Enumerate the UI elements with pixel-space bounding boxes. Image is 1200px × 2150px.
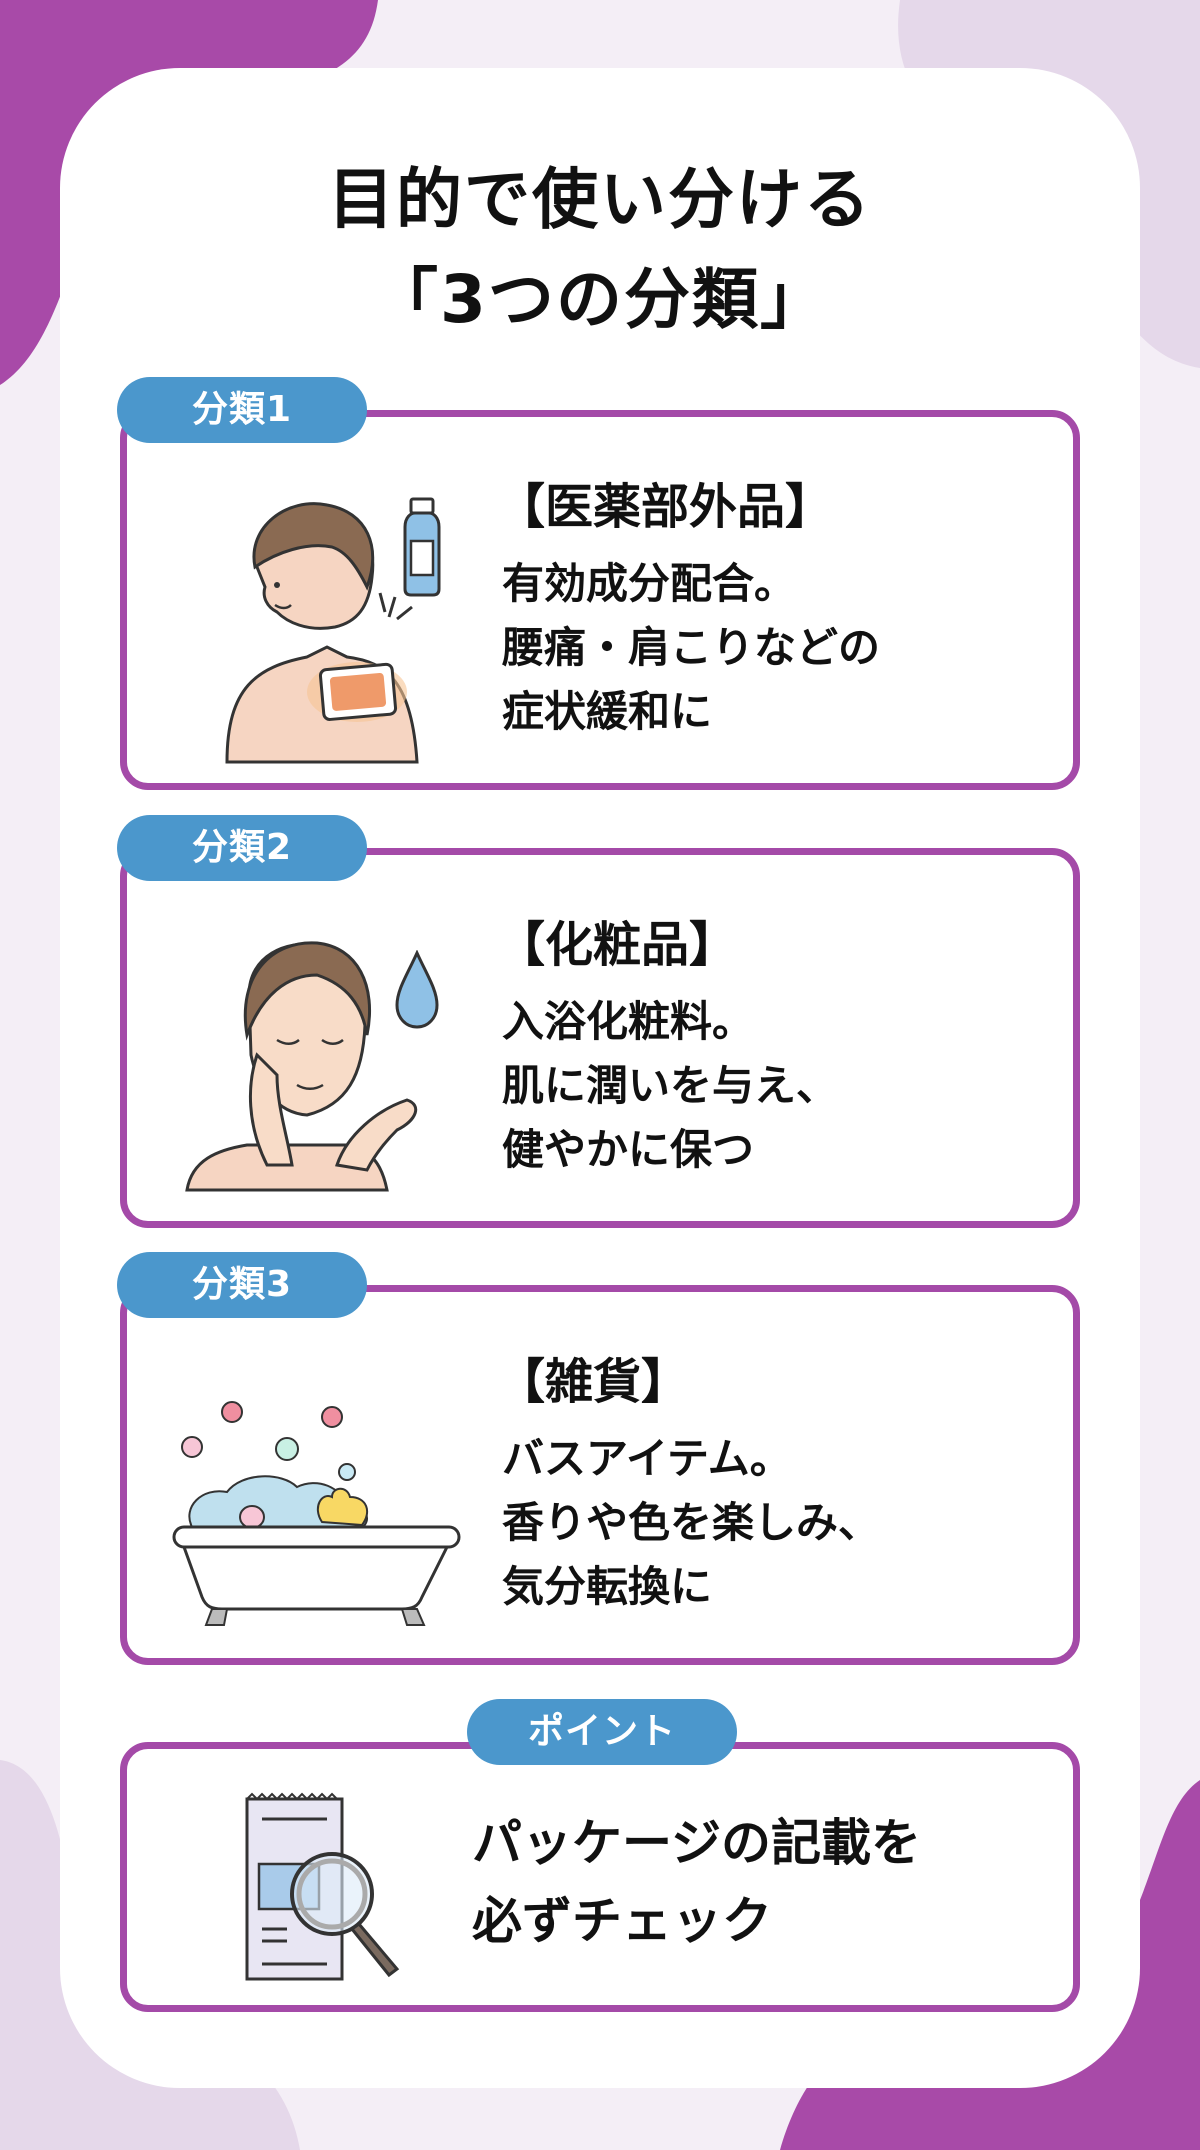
category-description: 有効成分配合。 腰痛・肩こりなどの 症状緩和に [502, 559, 881, 736]
category-tag-2: 分類2 [117, 815, 367, 881]
category-heading: 【化粧品】 [497, 917, 738, 973]
category-card-1: 【医薬部外品】 有効成分配合。 腰痛・肩こりなどの 症状緩和に 分類1 [117, 377, 1080, 790]
title-line-1: 目的で使い分ける [328, 161, 872, 238]
category-heading: 【医薬部外品】 [497, 479, 834, 535]
bathtub-icon [172, 1401, 461, 1626]
category-card-3: 【雑貨】 バスアイテム。 香りや色を楽しみ、 気分転換に 分類3 [117, 1252, 1080, 1665]
point-card: パッケージの記載を 必ずチェック ポイント [120, 1699, 1080, 2012]
category-description: 入浴化粧料。 肌に潤いを与え、 健やかに保つ [502, 997, 839, 1174]
point-description: パッケージの記載を 必ずチェック [472, 1814, 921, 1950]
medicine-bottle-icon [403, 497, 441, 597]
blob-top-left [0, 0, 378, 385]
category-tag-1: 分類1 [117, 377, 367, 443]
man-shoulder-patch-icon [225, 502, 419, 764]
category-tag-3: 分類3 [117, 1252, 367, 1318]
category-heading: 【雑貨】 [497, 1354, 690, 1410]
category-description: バスアイテム。 香りや色を楽しみ、 気分転換に [502, 1434, 881, 1611]
title-line-2: 「3つの分類」 [372, 261, 828, 338]
page-title: 目的で使い分ける 「3つの分類」 [0, 150, 1200, 350]
point-tag: ポイント [467, 1699, 737, 1765]
category-card-2: 【化粧品】 入浴化粧料。 肌に潤いを与え、 健やかに保つ 分類2 [117, 815, 1080, 1228]
woman-skincare-icon [185, 941, 418, 1192]
package-magnifier-icon [245, 1792, 400, 1981]
water-drop-icon [395, 950, 439, 1029]
